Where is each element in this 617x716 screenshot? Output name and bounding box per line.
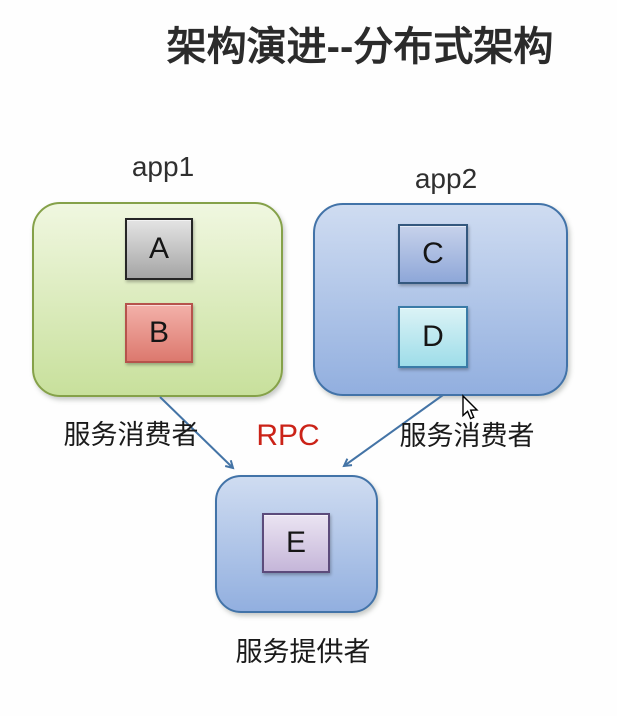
consumer-label-left: 服务消费者 [63,420,199,450]
app1-label: app1 [131,151,195,182]
component-d: D [398,306,468,368]
provider-label: 服务提供者 [235,637,371,667]
component-e: E [262,513,330,573]
app2-label: app2 [414,163,478,194]
component-a: A [125,218,193,280]
app2-container: C D [313,203,568,396]
app1-container: A B [32,202,283,397]
rpc-label: RPC [256,419,320,452]
component-c: C [398,224,468,284]
component-b: B [125,303,193,363]
mouse-cursor-icon [462,394,479,420]
consumer-label-right: 服务消费者 [399,421,535,451]
page-title: 架构演进--分布式架构 [166,25,554,69]
provider-container: E [215,475,378,613]
